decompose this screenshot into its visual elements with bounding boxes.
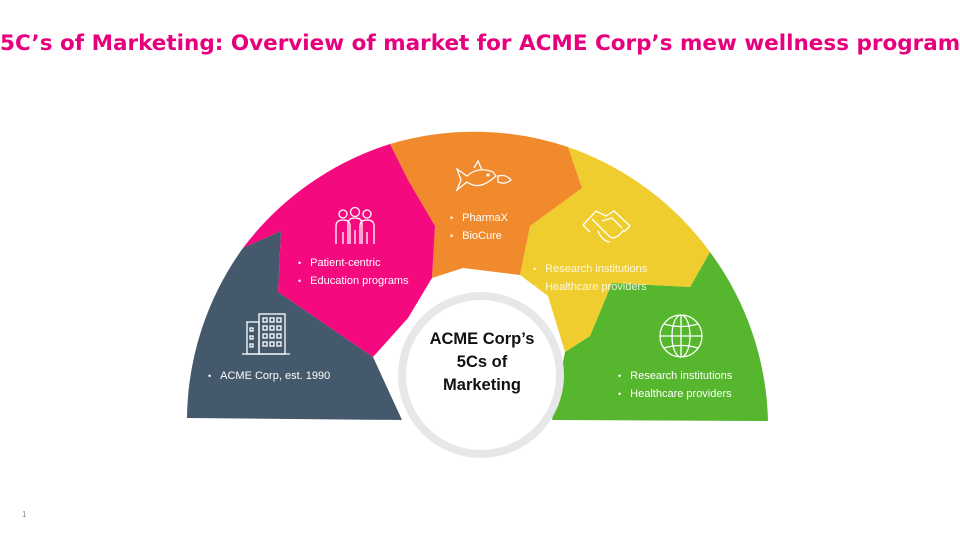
segment-green-bullets: Research institutions Healthcare provide… xyxy=(618,367,732,403)
center-label: ACME Corp’s 5Cs of Marketing xyxy=(408,328,556,397)
center-line-2: 5Cs of xyxy=(456,353,508,371)
segment-pink-bullets: Patient-centric Education programs xyxy=(298,254,409,290)
bullet-item: Research institutions xyxy=(618,367,732,385)
bullet-item: Patient-centric xyxy=(298,254,409,272)
segment-orange xyxy=(390,131,582,278)
bullet-item: PharmaX xyxy=(450,209,508,227)
building-icon xyxy=(242,313,290,355)
segment-pink xyxy=(243,144,435,357)
segment-orange-bullets: PharmaX BioCure xyxy=(450,209,508,245)
people-icon xyxy=(335,206,375,244)
globe-icon xyxy=(659,314,703,358)
shark-icon xyxy=(455,159,512,193)
bullet-item: Education programs xyxy=(298,272,408,290)
bullet-item: BioCure xyxy=(450,227,508,245)
bullet-item: ACME Corp, est. 1990 xyxy=(208,367,330,385)
bullet-item: Research institutions xyxy=(533,260,647,278)
bullet-item: Healthcare providers xyxy=(533,278,647,296)
segment-yellow-bullets: Research institutions Healthcare provide… xyxy=(533,260,647,296)
segment-yellow xyxy=(520,147,710,352)
slide-title: 5C’s of Marketing: Overview of market fo… xyxy=(0,31,960,56)
page-number: 1 xyxy=(22,510,27,519)
handshake-icon xyxy=(582,210,631,243)
bullet-item: Healthcare providers xyxy=(618,385,732,403)
center-line-3: Marketing xyxy=(443,376,521,394)
segment-slate-bullets: ACME Corp, est. 1990 xyxy=(208,367,330,385)
center-line-1: ACME Corp’s xyxy=(429,330,535,348)
